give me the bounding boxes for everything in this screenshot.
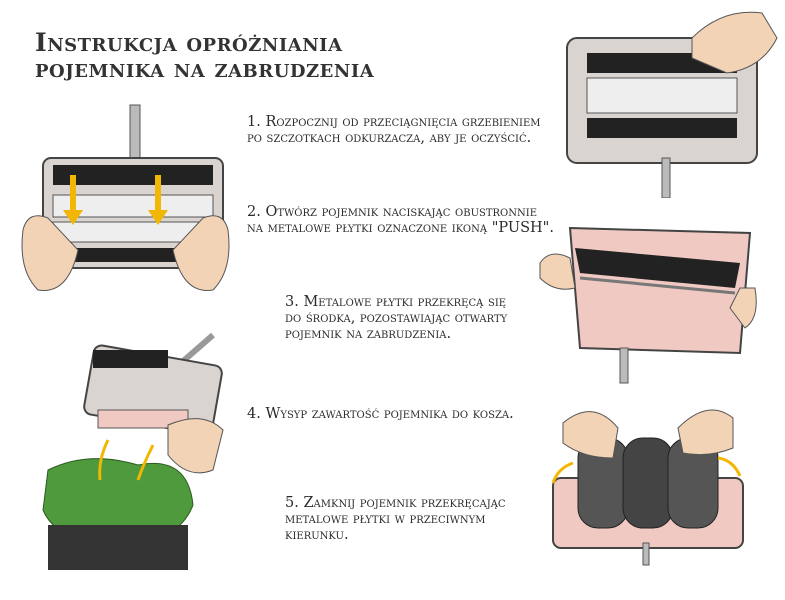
step-4-text: 4. Wysyp zawartość pojemnika do kosza. bbox=[247, 406, 514, 422]
title-line-1: Instrukcja opróżniania bbox=[35, 28, 343, 57]
step-5-line-2: metalowe płytki w przeciwnym bbox=[285, 511, 486, 527]
title-line-2: pojemnika na zabrudzenia bbox=[35, 54, 375, 83]
illustration-step-5 bbox=[551, 409, 744, 566]
step-3-line-1: 3. Metalowe płytki przekręcą się bbox=[285, 294, 507, 310]
step-5-text: 5. Zamknij pojemnik przekręcając metalow… bbox=[285, 495, 506, 543]
page-title: Instrukcja opróżniania pojemnika na zabr… bbox=[35, 30, 374, 82]
illustration-step-3 bbox=[539, 226, 757, 384]
step-2-line-1: 2. Otwórz pojemnik naciskając obustronni… bbox=[247, 204, 537, 220]
step-1-line-1: 1. Rozpocznij od przeciągnięcia grzebien… bbox=[247, 114, 541, 130]
step-1-line-2: po szczotkach odkurzacza, aby je oczyści… bbox=[247, 130, 532, 146]
illustration-step-2 bbox=[566, 11, 778, 198]
illustration-step-1 bbox=[21, 104, 230, 291]
step-3-line-3: pojemnik na zabrudzenia. bbox=[285, 326, 452, 342]
step-5-line-1: 5. Zamknij pojemnik przekręcając bbox=[285, 495, 506, 511]
step-1-text: 1. Rozpocznij od przeciągnięcia grzebien… bbox=[247, 114, 541, 146]
step-5-line-3: kierunku. bbox=[285, 527, 349, 543]
step-4-line-1: 4. Wysyp zawartość pojemnika do kosza. bbox=[247, 406, 514, 422]
step-3-line-2: do środka, pozostawiając otwarty bbox=[285, 310, 508, 326]
illustration-step-4 bbox=[42, 332, 224, 570]
step-2-line-2: na metalowe płytki oznaczone ikoną "PUSH… bbox=[247, 220, 554, 236]
step-3-text: 3. Metalowe płytki przekręcą się do środ… bbox=[285, 294, 507, 342]
step-2-text: 2. Otwórz pojemnik naciskając obustronni… bbox=[247, 204, 554, 236]
